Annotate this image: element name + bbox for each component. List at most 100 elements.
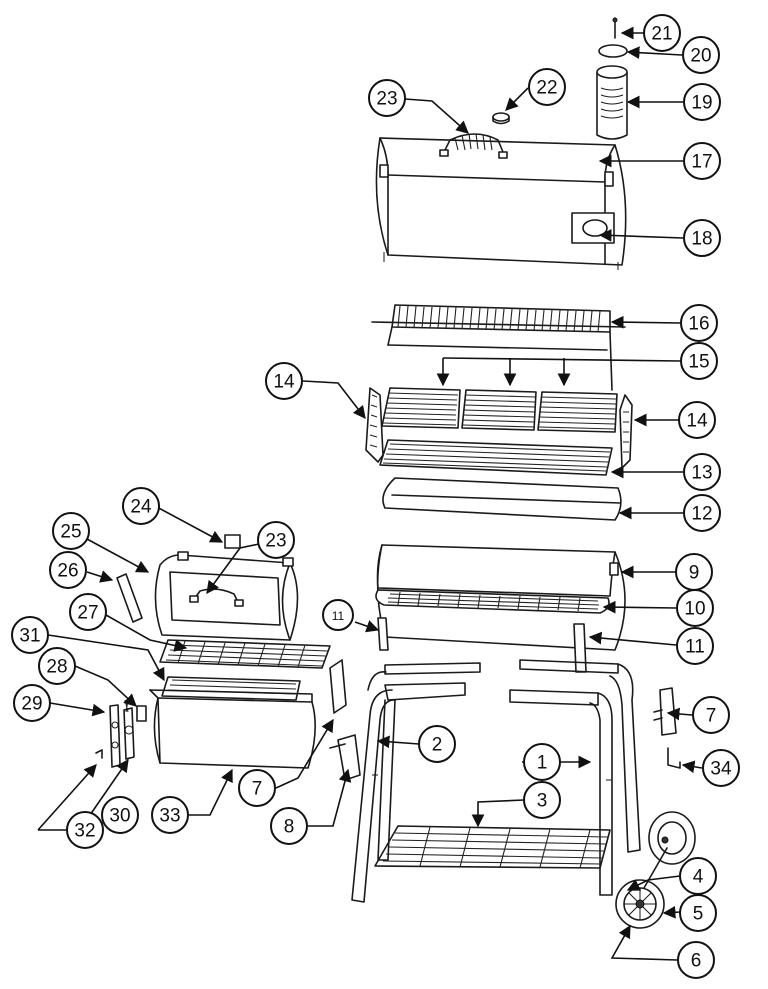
charcoal-grate-13 [379,439,613,476]
svg-text:7: 7 [706,706,717,727]
damper-handle-24 [224,534,241,549]
callout-21: 21 [643,14,681,52]
svg-text:10: 10 [684,599,705,620]
wheel-4 [648,811,696,865]
svg-text:2: 2 [432,735,443,756]
bracket-8 [329,734,361,781]
leader-lines [37,26,703,961]
svg-text:13: 13 [691,463,712,484]
wheel-5 [615,879,665,929]
vent-29 [109,704,121,768]
callout-3: 3 [523,781,561,819]
smokestack-cap-20 [598,44,628,58]
callout-28: 28 [38,647,76,685]
svg-text:34: 34 [710,759,732,780]
callout-15: 15 [680,342,718,380]
svg-text:1: 1 [537,753,548,774]
callout-33: 33 [151,796,189,834]
side-firebox-body-33 [149,689,316,769]
svg-text:12: 12 [691,504,712,525]
svg-text:8: 8 [284,817,295,838]
bracket-14-right [619,394,633,469]
side-bracket-26 [116,573,143,623]
svg-text:33: 33 [159,806,180,827]
svg-text:14: 14 [273,372,295,393]
svg-text:24: 24 [130,497,152,518]
bracket-7-right [653,687,677,736]
svg-text:16: 16 [688,314,709,335]
callout-18: 18 [683,219,721,257]
callout-12: 12 [683,494,721,532]
cart-frame-1 [351,659,641,903]
callout-27: 27 [69,593,107,631]
svg-text:31: 31 [19,626,40,647]
callout-25: 25 [52,512,90,550]
svg-text:5: 5 [693,904,704,925]
support-bracket-11-left [377,617,389,651]
callout-2: 2 [418,725,456,763]
callout-14-right: 14 [678,401,716,439]
svg-text:15: 15 [688,352,709,373]
svg-text:28: 28 [46,657,67,678]
vent-30 [123,707,135,760]
door-28 [124,699,147,722]
svg-text:23: 23 [376,89,397,110]
callout-5: 5 [679,894,717,932]
axle-6 [643,847,668,889]
svg-text:6: 6 [691,951,702,972]
callout-10: 10 [676,589,714,627]
callout-4: 4 [679,857,717,895]
callout-6: 6 [677,941,715,979]
ash-pan-12 [382,477,622,521]
callout-20: 20 [682,36,720,74]
svg-text:26: 26 [57,561,78,582]
callout-17: 17 [683,142,721,180]
bolt-32 [95,749,103,759]
callout-11-left: 11 [322,599,354,631]
svg-text:3: 3 [537,791,548,812]
svg-text:7: 7 [252,779,263,800]
handle-23-top [439,133,508,159]
callout-32: 32 [66,811,104,849]
svg-text:32: 32 [74,821,95,842]
callout-30: 30 [101,796,139,834]
svg-text:18: 18 [691,229,712,250]
damper-18 [571,212,615,244]
warming-rack-16 [371,304,626,391]
bracket-14-left [365,387,384,463]
side-firebox-lid-25 [154,551,299,641]
callout-29: 29 [13,684,51,722]
callout-19: 19 [683,83,721,121]
bracket-7-left [329,659,347,714]
svg-text:11: 11 [332,609,345,623]
callout-23-side: 23 [257,521,295,559]
svg-text:22: 22 [536,78,557,99]
svg-text:14: 14 [686,411,708,432]
svg-text:23: 23 [265,531,286,552]
svg-text:27: 27 [77,603,98,624]
svg-text:17: 17 [691,152,712,173]
svg-text:11: 11 [685,637,705,658]
side-grate-27 [159,639,331,669]
callout-26: 26 [49,551,87,589]
callout-8: 8 [270,807,308,845]
bottom-shelf-3 [374,825,611,869]
svg-text:21: 21 [651,24,672,45]
callout-34: 34 [702,749,740,787]
cooking-grates-15 [381,387,618,433]
smokestack-bolt-21 [612,17,618,39]
callout-31: 31 [11,616,49,654]
callout-9: 9 [675,553,713,591]
callout-13: 13 [683,453,721,491]
callout-23-top: 23 [368,79,406,117]
thermometer-22 [492,112,510,125]
svg-text:19: 19 [691,93,712,114]
svg-text:4: 4 [693,867,704,888]
callout-1: 1 [523,743,561,781]
charcoal-grate-31 [161,676,301,701]
svg-text:30: 30 [109,806,130,827]
callout-11-right: 11 [676,627,714,665]
svg-text:25: 25 [60,522,81,543]
support-bracket-11-right [573,623,587,673]
svg-text:20: 20 [690,46,711,67]
